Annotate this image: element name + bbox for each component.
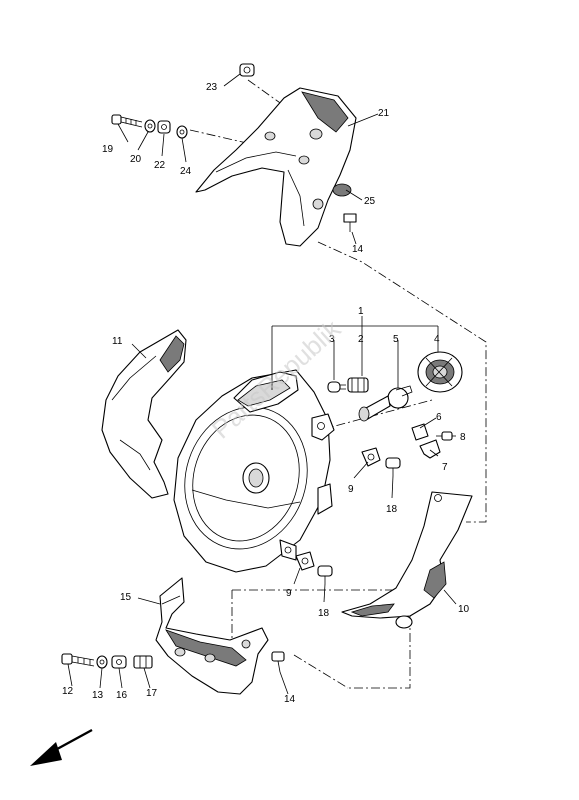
leader-lines xyxy=(67,73,457,695)
screw-part-14-upper xyxy=(343,213,357,232)
bolt-part-12 xyxy=(61,653,95,667)
callout-12: 12 xyxy=(62,686,74,697)
callout-15: 15 xyxy=(120,592,132,603)
callout-21: 21 xyxy=(378,108,390,119)
callout-labels: 1 2 3 4 5 6 7 8 9 9 10 11 12 13 14 14 15… xyxy=(62,82,470,705)
callout-18-upper: 18 xyxy=(386,504,398,515)
bulb-part-3 xyxy=(327,381,346,393)
cover-part-4 xyxy=(417,351,463,393)
collar-part-18-upper xyxy=(385,457,401,476)
collar-part-22 xyxy=(157,120,171,134)
callout-18-lower: 18 xyxy=(318,608,330,619)
callout-4: 4 xyxy=(434,334,440,345)
callout-16: 16 xyxy=(116,690,128,701)
headlight-housing xyxy=(173,369,335,573)
side-panel-part-11 xyxy=(101,329,187,499)
screw-part-8 xyxy=(436,431,453,441)
callout-11: 11 xyxy=(112,336,123,347)
callout-25: 25 xyxy=(364,196,376,207)
nut-part-23 xyxy=(239,63,255,77)
front-direction-arrow-icon xyxy=(30,728,93,766)
nut-part-17 xyxy=(133,655,153,669)
headlight-bulb-part-5 xyxy=(358,385,413,422)
callout-23: 23 xyxy=(206,82,218,93)
grommet-part-9-upper xyxy=(361,447,381,467)
callout-14-upper: 14 xyxy=(352,244,364,255)
callout-22: 22 xyxy=(154,160,166,171)
collar-part-16 xyxy=(111,655,127,669)
callout-24: 24 xyxy=(180,166,192,177)
callout-14-lower: 14 xyxy=(284,694,296,705)
grommet-part-9-lower xyxy=(295,551,315,571)
callout-10: 10 xyxy=(458,604,470,615)
callout-17: 17 xyxy=(146,688,158,699)
washer-part-24 xyxy=(176,125,188,139)
callout-9-lower: 9 xyxy=(286,588,292,599)
callout-13: 13 xyxy=(92,690,104,701)
screw-part-14-lower xyxy=(271,651,285,673)
collar-part-18-lower xyxy=(317,565,333,584)
callout-1: 1 xyxy=(358,306,364,317)
lower-panel-part-10 xyxy=(341,491,473,629)
callout-8: 8 xyxy=(460,432,466,443)
callout-2: 2 xyxy=(358,334,364,345)
callout-6: 6 xyxy=(436,412,442,423)
washer-part-13 xyxy=(96,655,108,669)
upper-cover-part-21 xyxy=(195,87,357,247)
bolt-part-19 xyxy=(111,114,143,128)
callout-19: 19 xyxy=(102,144,114,155)
callout-3: 3 xyxy=(329,334,335,345)
callout-9-upper: 9 xyxy=(348,484,354,495)
callout-20: 20 xyxy=(130,154,142,165)
callout-5: 5 xyxy=(393,334,399,345)
callout-7: 7 xyxy=(442,462,448,473)
socket-part-2 xyxy=(347,377,369,393)
lower-bracket-part-15 xyxy=(155,577,269,695)
washer-part-20 xyxy=(144,119,156,133)
clip-part-6 xyxy=(411,423,429,441)
